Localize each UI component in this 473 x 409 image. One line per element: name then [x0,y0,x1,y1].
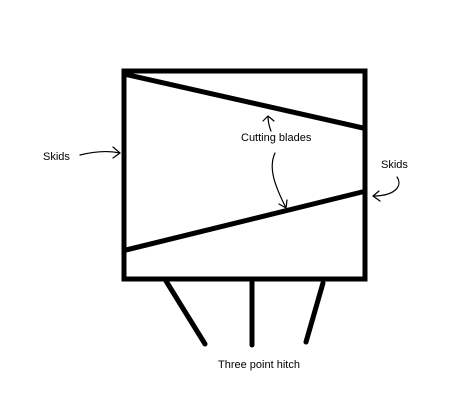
label-skids-right: Skids [381,159,408,171]
implement-frame [121,68,368,282]
label-skids-left: Skids [43,151,70,163]
hitch-arm-left [163,278,208,347]
blade-upper-arrowhead [262,115,275,122]
label-three-point-hitch: Three point hitch [218,359,300,371]
skids-left-arrowhead [112,146,121,159]
hitch-arm-right [303,280,326,345]
skids-right-arrowhead [372,190,381,202]
skids-left-arrow [79,150,121,156]
label-cutting-blades: Cutting blades [241,132,312,144]
blade-lower-arrowhead [278,199,288,209]
skids-right-arrow [372,176,400,197]
cutting-blade-lower [123,189,365,253]
cutting-blade-upper [121,71,366,131]
blade-upper-arrow [267,115,272,132]
blade-lower-arrow [271,152,287,209]
